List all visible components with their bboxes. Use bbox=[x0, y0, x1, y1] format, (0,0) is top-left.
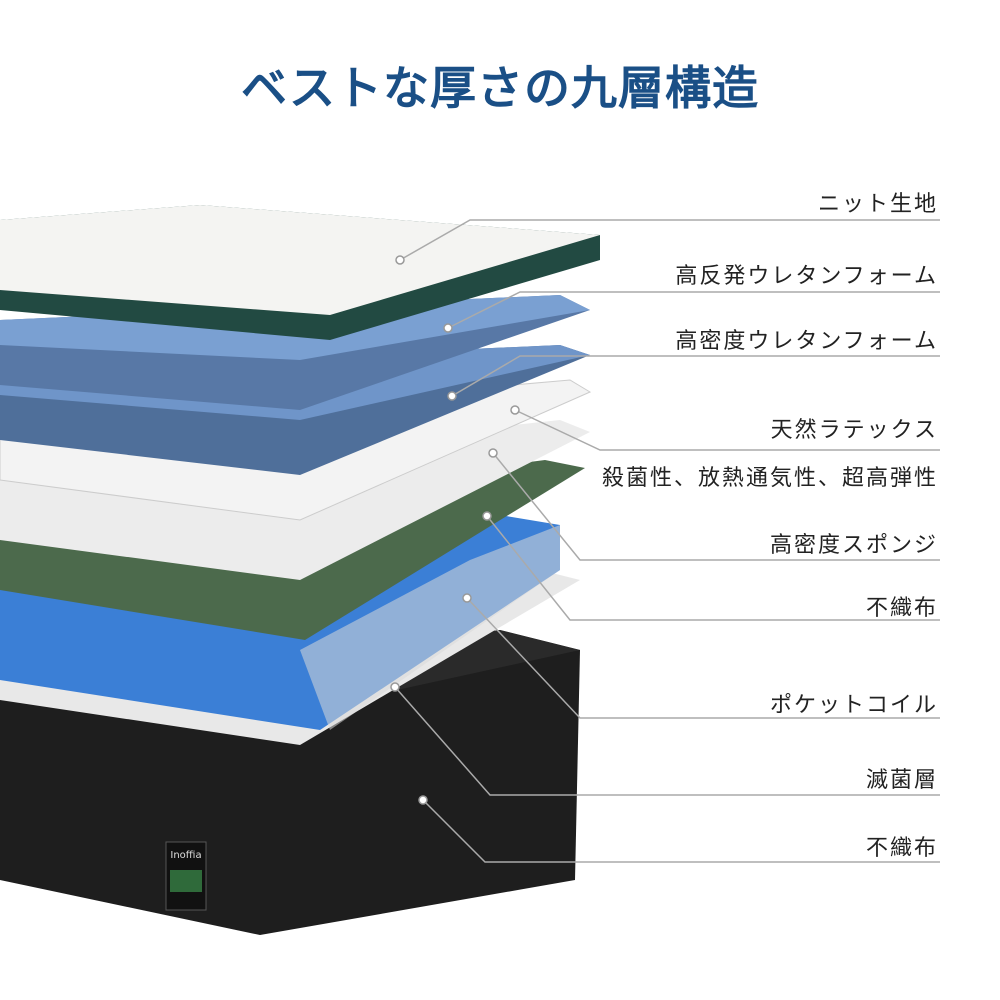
label-latex-features: 殺菌性、放熱通気性、超高弾性 bbox=[601, 466, 938, 491]
label-hd-foam: 高密度ウレタンフォーム bbox=[675, 329, 938, 354]
label-nonwoven-2: 不織布 bbox=[865, 836, 938, 861]
coil-highlight bbox=[300, 525, 560, 730]
leader-lines bbox=[394, 219, 940, 863]
label-nonwoven-1: 不織布 bbox=[865, 596, 938, 621]
tag-graphic bbox=[170, 870, 202, 892]
label-pocket-coil: ポケットコイル bbox=[769, 693, 938, 718]
label-knit: ニット生地 bbox=[817, 192, 938, 217]
label-latex: 天然ラテックス bbox=[770, 418, 938, 443]
brand-logo: Inoffia bbox=[170, 850, 201, 861]
label-sponge: 高密度スポンジ bbox=[769, 533, 938, 558]
label-hr-foam: 高反発ウレタンフォーム bbox=[675, 264, 938, 289]
page-title: ベストな厚さの九層構造 bbox=[241, 61, 759, 115]
label-sterilization: 滅菌層 bbox=[865, 768, 938, 793]
leader-dots bbox=[390, 255, 520, 805]
